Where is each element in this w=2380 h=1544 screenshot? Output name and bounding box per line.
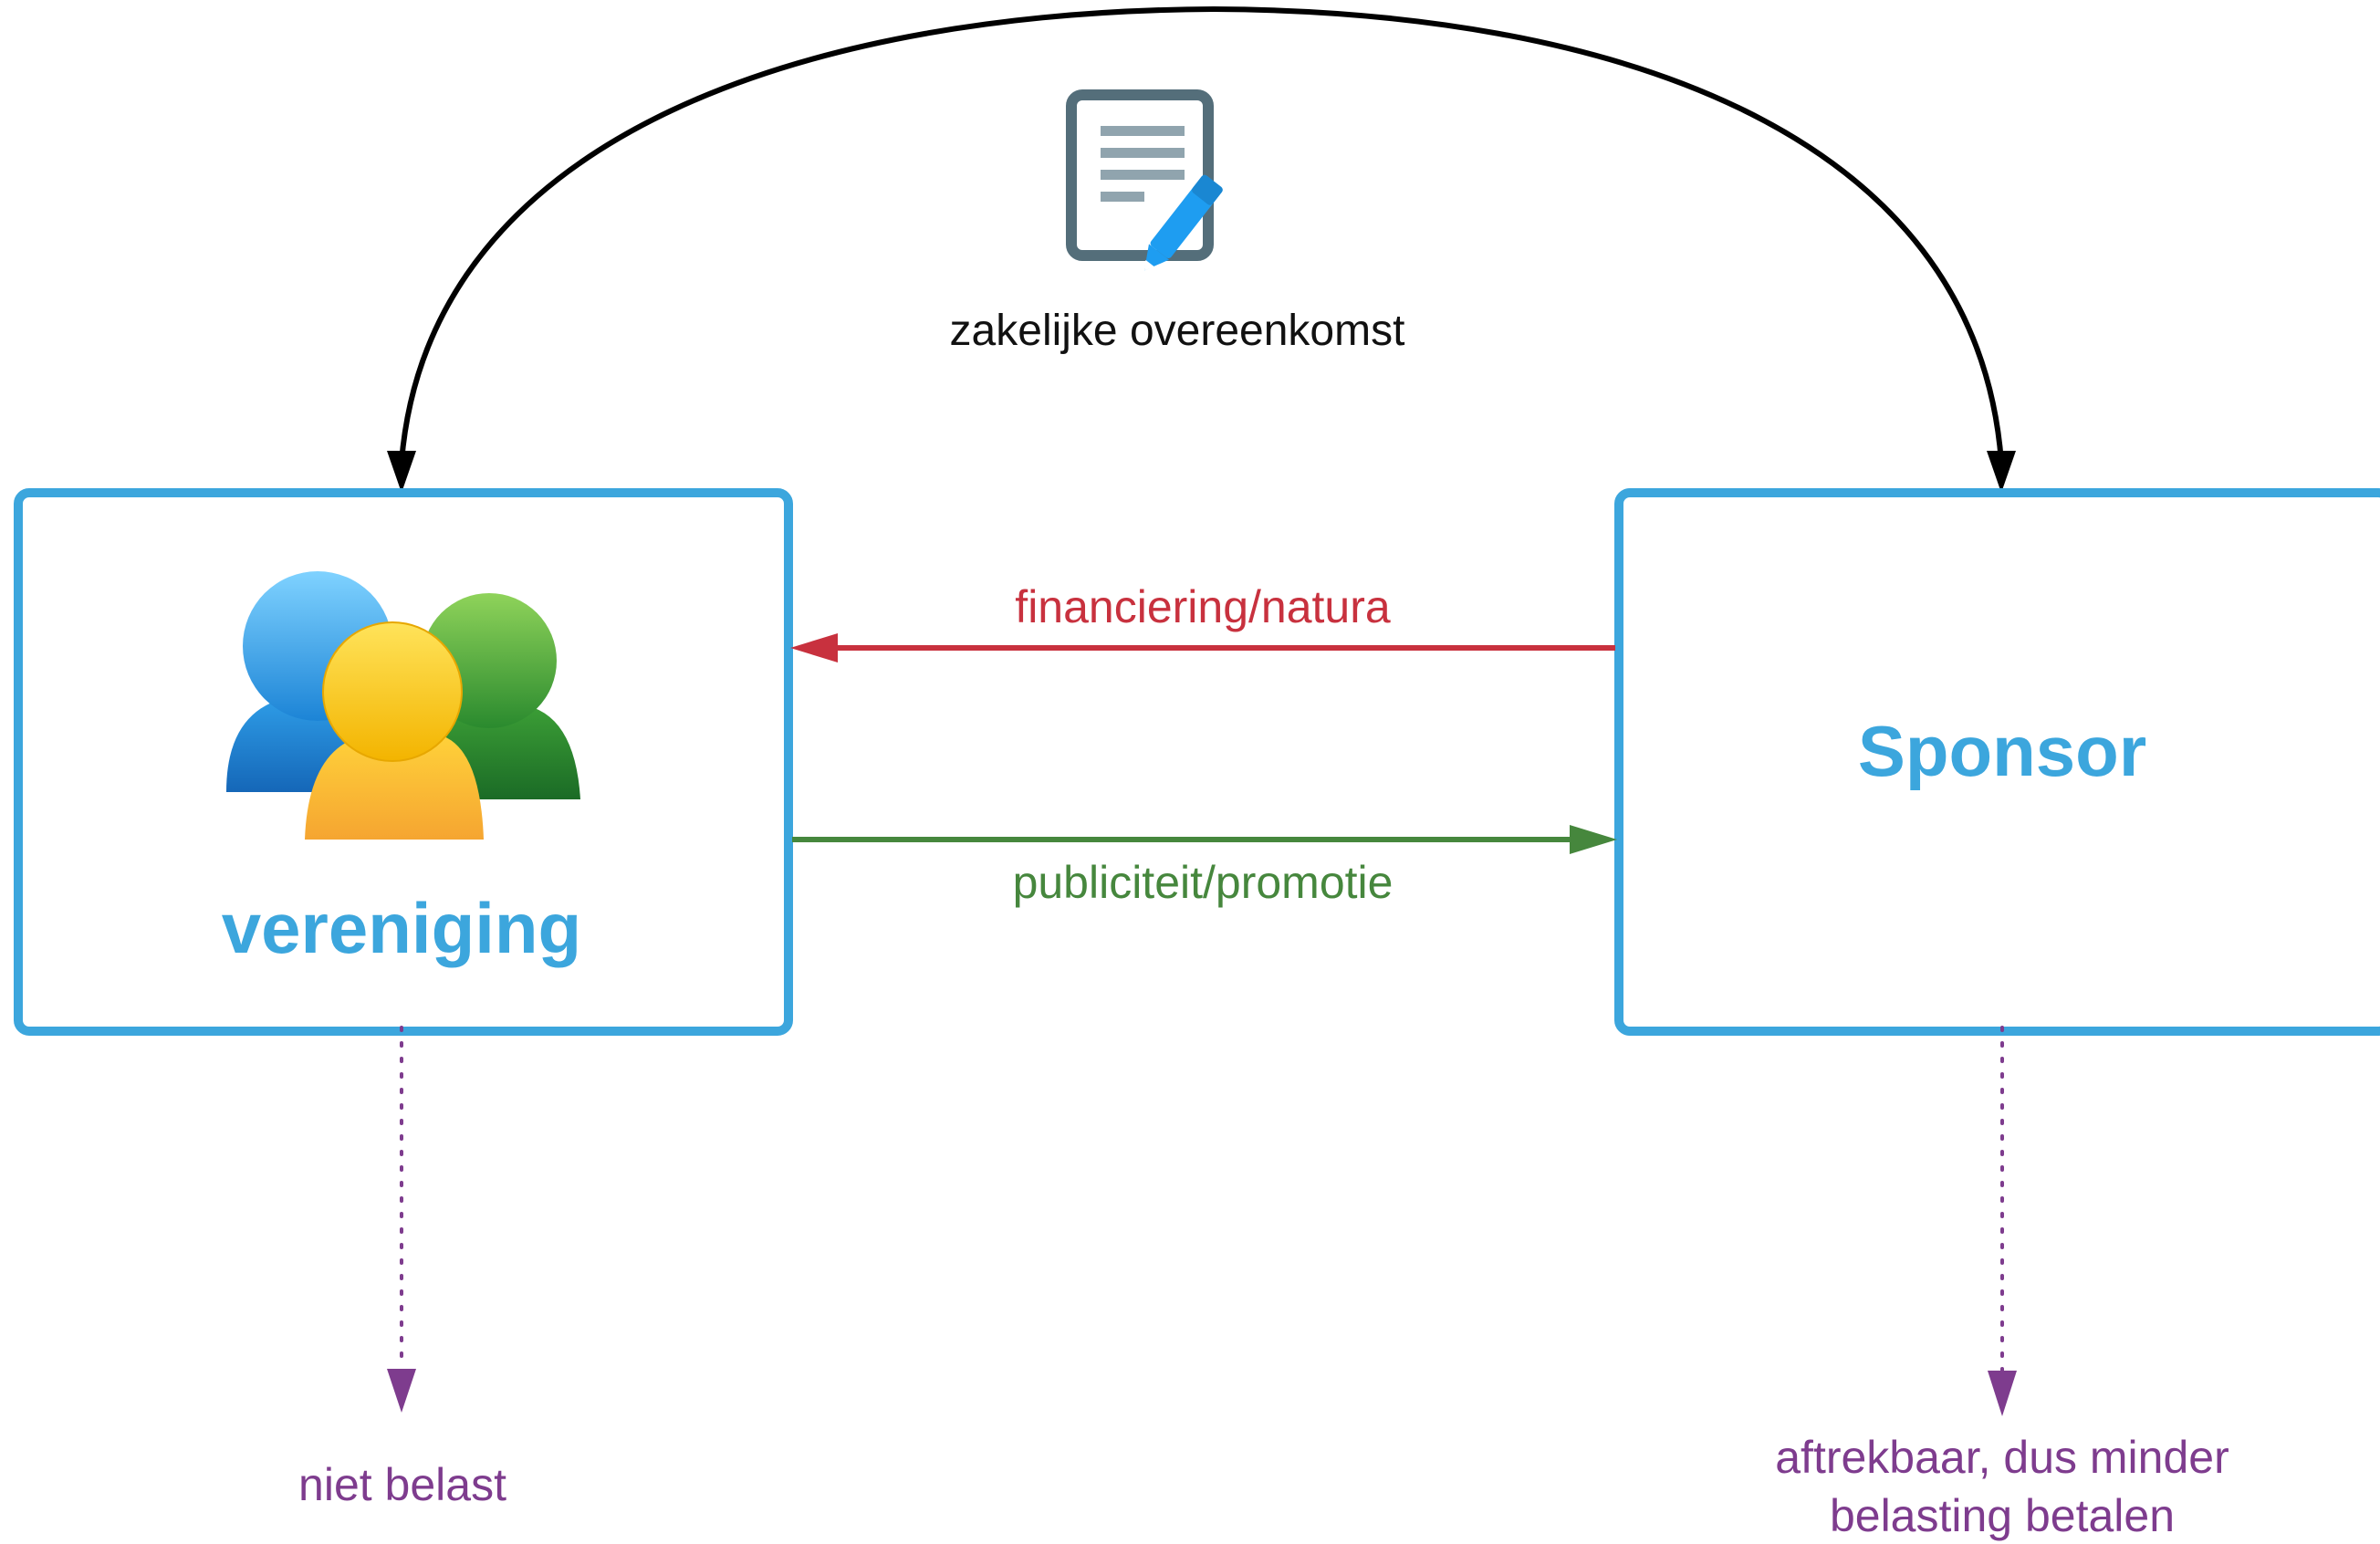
publicity-label: publiciteit/promotie (1013, 857, 1394, 908)
sponsor-tax-note: aftrekbaar, dus minder belasting betalen (1775, 1026, 2229, 1541)
vereniging-title: vereniging (222, 888, 581, 968)
arrowhead-to-vereniging (387, 451, 416, 493)
financing-arrowhead (790, 633, 838, 662)
agreement-label: zakelijke overeenkomst (950, 307, 1405, 355)
people-group-icon (226, 571, 580, 840)
vereniging-box: vereniging (14, 488, 793, 1036)
financing-arrow: financiering/natura (790, 581, 1615, 662)
financing-label: financiering/natura (1015, 581, 1391, 632)
publicity-arrow: publiciteit/promotie (792, 825, 1617, 908)
vereniging-tax-note: niet belast (298, 1026, 506, 1510)
agreement-arc-line (399, 5, 2004, 463)
vereniging-tax-label: niet belast (298, 1459, 506, 1510)
sponsor-tax-label-line2: belasting betalen (1830, 1490, 2175, 1541)
sponsor-box: Sponsor (1614, 488, 2380, 1036)
agreement-arc (387, 5, 2016, 493)
sponsor-tax-arrowhead (1988, 1371, 2017, 1416)
sponsor-box-border (1614, 488, 2380, 1036)
publicity-arrowhead (1570, 825, 1617, 854)
sponsor-tax-label-line1: aftrekbaar, dus minder (1775, 1432, 2229, 1483)
contract-document-pen-icon (1066, 89, 1223, 271)
sponsor-title: Sponsor (1858, 711, 2146, 791)
arrowhead-to-sponsor (1987, 451, 2016, 493)
vereniging-tax-arrowhead (387, 1369, 416, 1413)
